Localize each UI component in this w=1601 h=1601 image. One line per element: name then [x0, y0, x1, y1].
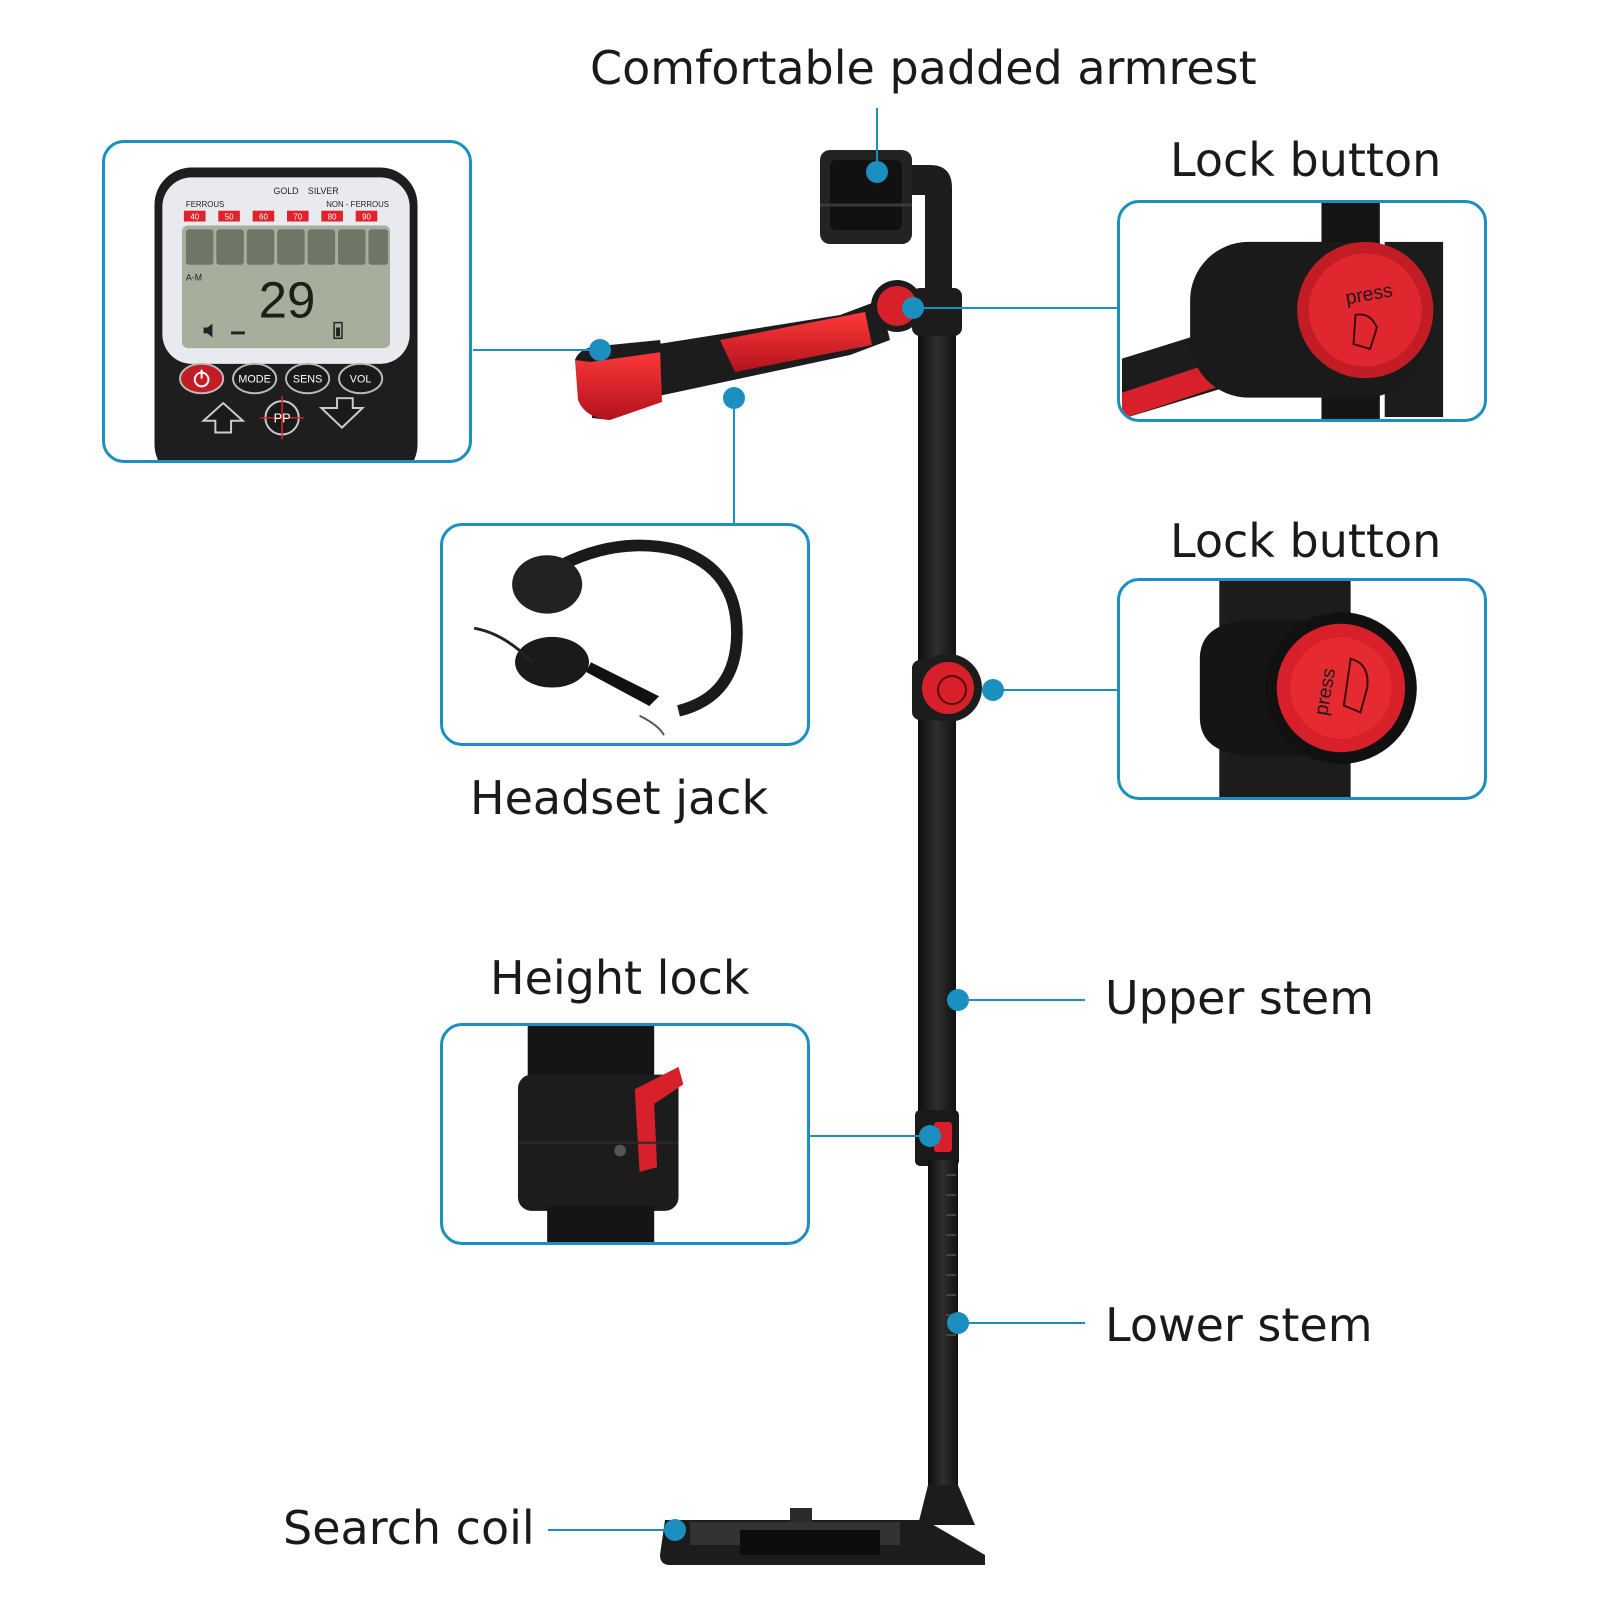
scale-tick: 50 — [225, 213, 234, 222]
sens-button-label: SENS — [293, 373, 322, 385]
label-lock-button-middle: Lock button — [1170, 514, 1442, 568]
handle — [575, 300, 890, 420]
speaker-icon — [203, 323, 213, 338]
legend-silver: SILVER — [308, 186, 339, 196]
arrow-down-icon — [318, 397, 366, 429]
label-headset-jack: Headset jack — [470, 771, 769, 825]
label-armrest: Comfortable padded armrest — [590, 41, 1257, 95]
power-button[interactable] — [179, 362, 225, 395]
arrow-up-icon — [201, 401, 246, 434]
label-upper-stem: Upper stem — [1105, 971, 1375, 1025]
callout-lock-button-middle: press — [1117, 578, 1487, 800]
pinpoint-button-label: PP — [274, 411, 291, 426]
callout-height-lock — [440, 1023, 810, 1245]
legend-non-ferrous: NON - FERROUS — [326, 200, 389, 209]
height-lock-closeup — [517, 1026, 684, 1242]
pinpoint-button[interactable]: PP — [260, 396, 304, 440]
upper-stem — [912, 288, 962, 1166]
power-icon — [193, 369, 210, 388]
vol-button-label: VOL — [350, 373, 372, 385]
scale-tick: 70 — [293, 213, 302, 222]
scale-tick: 90 — [362, 213, 371, 222]
label-lock-button-upper: Lock button — [1170, 133, 1442, 187]
headphones-icon — [473, 539, 743, 736]
lock-button-middle[interactable] — [914, 654, 982, 722]
callout-headset — [440, 523, 810, 746]
mode-button[interactable]: MODE — [232, 362, 278, 395]
vol-button[interactable]: VOL — [338, 362, 384, 395]
lower-stem — [918, 1160, 975, 1525]
battery-icon — [333, 321, 343, 340]
callout-control-box: GOLD SILVER FERROUS NON - FERROUS 40 50 … — [102, 140, 472, 463]
callout-lock-button-upper: press — [1117, 200, 1487, 422]
scale-strip: 40 50 60 70 80 90 — [183, 210, 378, 222]
leader-dots — [589, 161, 1004, 1541]
scale-tick: 80 — [328, 213, 337, 222]
lock-button-side-closeup: press — [1199, 581, 1417, 797]
lock-button-closeup: press — [1122, 203, 1444, 419]
mode-indicator: A-M — [186, 272, 202, 282]
mode-button-label: MODE — [238, 373, 270, 385]
label-lower-stem: Lower stem — [1105, 1298, 1373, 1352]
leader-lines — [473, 108, 1118, 1531]
arrow-up-button[interactable] — [201, 401, 246, 434]
lcd-target-icons — [185, 229, 389, 265]
sens-button[interactable]: SENS — [285, 362, 331, 395]
scale-tick: 60 — [259, 213, 268, 222]
legend-ferrous: FERROUS — [186, 200, 224, 209]
label-height-lock: Height lock — [490, 951, 750, 1005]
control-box-illustration: GOLD SILVER FERROUS NON - FERROUS 40 50 … — [154, 167, 418, 460]
legend-gold: GOLD — [274, 186, 299, 196]
scale-tick: 40 — [190, 213, 199, 222]
arrow-down-button[interactable] — [318, 397, 366, 429]
search-coil — [660, 1508, 985, 1565]
lcd-reading: 29 — [259, 272, 316, 329]
label-search-coil: Search coil — [283, 1501, 535, 1555]
